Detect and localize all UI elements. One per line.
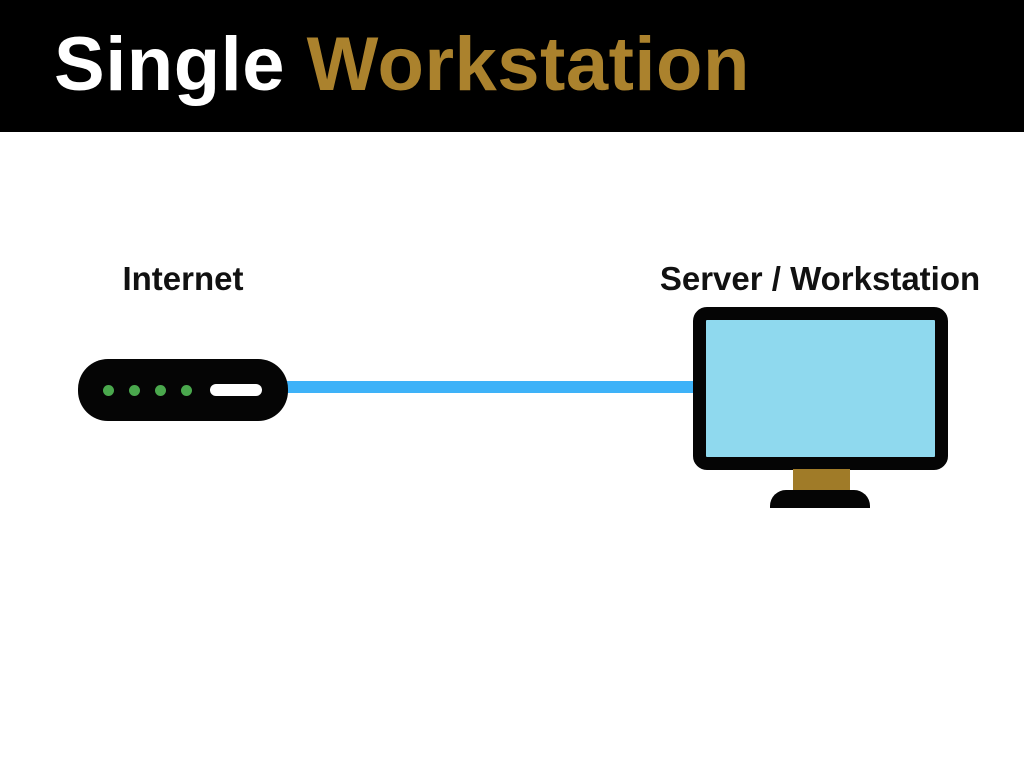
monitor-screen bbox=[693, 307, 948, 470]
led-indicator bbox=[103, 384, 114, 396]
server-workstation-label: Server / Workstation bbox=[659, 260, 981, 297]
title-word-workstation: Workstation bbox=[306, 22, 750, 107]
led-indicator bbox=[155, 384, 166, 396]
title-banner: Single Workstation bbox=[0, 0, 1024, 132]
monitor-stand bbox=[793, 469, 850, 492]
led-indicator bbox=[129, 384, 140, 396]
led-indicator bbox=[181, 384, 192, 396]
router-status-bar bbox=[210, 384, 262, 396]
title-word-single: Single bbox=[54, 22, 307, 107]
slide-title: Single Workstation bbox=[54, 27, 750, 103]
internet-label: Internet bbox=[122, 260, 244, 297]
router-modem-icon bbox=[78, 359, 288, 421]
monitor-base bbox=[770, 490, 870, 508]
network-link-line bbox=[286, 381, 698, 393]
